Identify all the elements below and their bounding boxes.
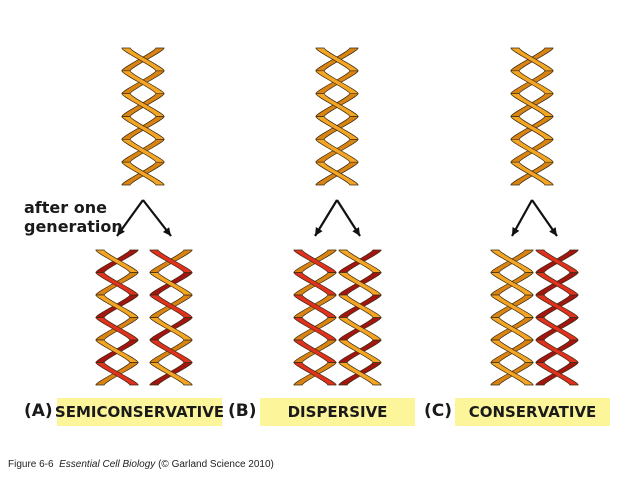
arrow-right-2-head — [352, 227, 360, 236]
helix-strand-front — [490, 249, 534, 273]
helix-strand-front — [95, 272, 139, 296]
daughter-helix-1-1 — [95, 249, 139, 386]
helix-strand-front — [149, 272, 193, 296]
helix-strand-front — [121, 138, 165, 163]
generation-label-line1: after one — [24, 198, 107, 217]
helix-strand-front — [293, 294, 337, 318]
helix-strand-front — [490, 294, 534, 318]
generation-label-line2: generation — [24, 217, 123, 236]
parent-helix-2 — [315, 47, 359, 186]
conservative-label: CONSERVATIVE — [468, 403, 597, 421]
arrow-right-1-head — [162, 227, 171, 236]
dispersive-label-box: DISPERSIVE — [260, 398, 415, 426]
helix-strand-front — [121, 116, 165, 140]
caption-credit: (© Garland Science 2010) — [158, 459, 274, 470]
caption-book-title: Essential Cell Biology — [59, 459, 156, 470]
daughter-helix-2-2 — [338, 249, 382, 386]
helix-strand-front — [510, 116, 554, 140]
helix-strand-front — [293, 317, 337, 341]
helix-strand-front — [535, 339, 579, 363]
helix-strand-front — [121, 161, 165, 186]
helix-strand-front — [95, 339, 139, 363]
daughter-helix-1-2 — [149, 249, 193, 386]
helix-strand-front — [490, 362, 534, 386]
helix-strand-front — [121, 70, 165, 95]
arrow-right-3-head — [549, 227, 557, 236]
figure-caption: Figure 6-6 Essential Cell Biology (© Gar… — [8, 459, 274, 470]
arrow-left-3-head — [512, 227, 520, 236]
after-one-generation-label: after one generation — [24, 198, 124, 236]
helix-strand-front — [535, 272, 579, 296]
helix-strand-front — [149, 339, 193, 363]
helix-strand-front — [315, 116, 359, 140]
helix-strand-front — [338, 339, 382, 363]
helix-strand-front — [535, 249, 579, 273]
helix-strand-front — [315, 138, 359, 163]
helix-strand-front — [315, 70, 359, 95]
helix-strand-front — [149, 249, 193, 273]
helix-strand-front — [535, 362, 579, 386]
helix-strand-front — [490, 272, 534, 296]
helix-strand-front — [293, 362, 337, 386]
helix-strand-front — [95, 317, 139, 341]
helix-strand-front — [490, 339, 534, 363]
helix-strand-front — [95, 249, 139, 273]
daughter-helix-3-2 — [535, 249, 579, 386]
helix-strand-front — [293, 272, 337, 296]
panel-b-letter: (B) — [228, 401, 257, 421]
helix-strand-front — [315, 47, 359, 72]
helix-strand-front — [315, 93, 359, 117]
helix-strand-front — [95, 362, 139, 386]
helix-strand-front — [490, 317, 534, 341]
dispersive-label: DISPERSIVE — [287, 403, 388, 421]
semiconservative-label-box: SEMICONSERVATIVE — [54, 398, 225, 426]
panel-c-letter: (C) — [424, 401, 453, 421]
helix-strand-front — [315, 161, 359, 186]
helix-strand-front — [338, 249, 382, 273]
helix-strand-front — [95, 294, 139, 318]
helix-strand-front — [535, 294, 579, 318]
helix-strand-front — [149, 317, 193, 341]
helix-strand-front — [293, 249, 337, 273]
helix-strand-front — [338, 362, 382, 386]
helix-strand-front — [510, 161, 554, 186]
helix-strand-front — [293, 339, 337, 363]
helix-strand-front — [149, 294, 193, 318]
parent-helix-3 — [510, 47, 554, 186]
helix-strand-front — [149, 362, 193, 386]
arrow-left-1-head — [117, 227, 125, 236]
caption-figure-number: Figure 6-6 — [8, 459, 54, 470]
helix-strand-front — [510, 70, 554, 95]
helix-strand-front — [535, 317, 579, 341]
helix-strand-front — [338, 317, 382, 341]
daughter-helix-3-1 — [490, 249, 534, 386]
conservative-label-box: CONSERVATIVE — [455, 398, 610, 426]
helix-strand-front — [338, 272, 382, 296]
panel-a-letter: (A) — [24, 401, 53, 421]
daughter-helix-2-1 — [293, 249, 337, 386]
helix-strand-front — [121, 93, 165, 117]
parent-helix-1 — [121, 47, 165, 186]
helix-strand-front — [510, 47, 554, 72]
helix-strand-front — [510, 93, 554, 117]
semiconservative-label: SEMICONSERVATIVE — [54, 403, 225, 421]
arrow-left-2-head — [315, 227, 323, 236]
helix-strand-front — [121, 47, 165, 72]
helix-strand-front — [338, 294, 382, 318]
helix-strand-front — [510, 138, 554, 163]
